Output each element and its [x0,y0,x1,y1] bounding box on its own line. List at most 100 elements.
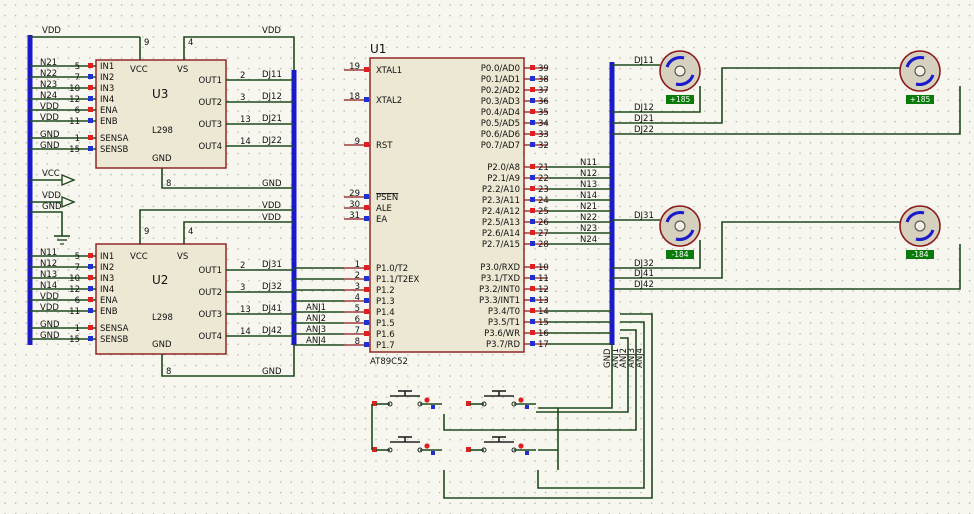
u1-left-pin-num: 7 [355,326,360,336]
u3-pin-dot [88,146,93,151]
top-motor-net-label: DJ21 [634,114,654,124]
u3-out-net: DJ22 [262,136,282,146]
u1-right-pin-label: P0.7/AD7 [481,141,520,151]
terminal-gnd-label: GND [42,202,62,212]
u1-pin-dot [530,65,535,70]
terminal-vdd-label: VDD [42,191,61,201]
u2-pin-label: SENSA [100,324,129,334]
u2-pin-label: IN1 [100,252,114,262]
u3-name: U3 [152,87,168,101]
u2-pin-dot [88,264,93,269]
u1-left-pin-label: P1.5 [376,319,395,329]
u1-pin-dot [364,265,369,270]
motor-m2[interactable]: +185 [899,50,941,104]
u3-gnd-net: GND [262,179,282,189]
u2-net-label: VDD [40,292,59,302]
u1-pin-dot [364,205,369,210]
u1-pin-dot [364,320,369,325]
top-motor-net-label: DJ12 [634,103,654,113]
anj-net-label: ANJ2 [306,314,326,324]
u3-pin-num: 10 [69,84,80,94]
u2-pin-num: 1 [75,324,80,334]
u3-pin-label: SENSB [100,145,129,155]
u1-right-pin-label: P2.5/A13 [482,218,520,228]
u2-vs: VS [177,252,188,262]
u3-net-label: VDD [40,102,59,112]
u1-pin-dot [530,297,535,302]
u2-net-label: N12 [40,259,57,269]
u2-out-net: DJ41 [262,304,282,314]
u1-pin-dot [530,208,535,213]
push-button[interactable] [466,436,536,455]
u2-pin-dot [88,325,93,330]
u1-left-pin-num: 8 [355,337,360,347]
u1-right-pin-label: P3.5/T1 [488,318,520,328]
u2-out-label: OUT3 [198,310,222,320]
u1-right-pin-label: P2.2/A10 [482,185,520,195]
u1-left-pin-num: 30 [349,200,360,210]
bottom-motor-wire [612,240,701,269]
u1-right-pin-num: 35 [538,108,549,118]
u1-left-pin-label: P1.7 [376,341,395,351]
u3-pin-dot [88,118,93,123]
u3-type: L298 [152,126,173,136]
anj-net-label: ANJ4 [306,336,326,346]
u3-out-num: 2 [240,71,245,81]
bottom-motor-wire [612,221,900,279]
p2-net-label: N14 [580,191,597,201]
u1-pin-dot [530,120,535,125]
u1-pin-dot [530,98,535,103]
u1-pin-dot [530,241,535,246]
push-button[interactable] [372,436,442,455]
u3-pin-label: ENA [100,106,118,116]
u3-pin-num: 7 [75,73,80,83]
push-button[interactable] [372,390,442,409]
u1-left-pin-label: PSEN [376,193,398,203]
u3-pin-num: 5 [75,62,80,72]
u2-type: L298 [152,313,173,323]
u1-left-pin-label: P1.1/T2EX [376,275,419,285]
u1-pin-dot [530,87,535,92]
u1-pin-dot [364,276,369,281]
terminal-vdd[interactable]: VDD [30,191,76,209]
u2-out-num: 13 [240,305,251,315]
u1-right-pin-label: P2.6/A14 [482,229,520,239]
u1-left-pin-num: 9 [355,137,360,147]
u1-pin-dot [364,298,369,303]
terminal-vcc[interactable]: VCC [30,169,76,187]
u1-left-pin-num: 31 [349,211,360,221]
u1-pin-dot [530,76,535,81]
u1-right-pin-label: P0.5/AD5 [481,119,520,129]
u3-out-label: OUT3 [198,120,222,130]
top-vdd-label-1: VDD [42,26,61,36]
u1-pin-dot [364,142,369,147]
u1-right-pin-label: P0.0/AD0 [481,64,520,74]
u1-right-pin-num: 32 [538,141,549,151]
u1-pin-dot [530,164,535,169]
u2-net-label: GND [40,320,60,330]
push-button[interactable] [466,390,536,409]
u1-pin-dot [530,109,535,114]
u1-left-pin-num: 6 [355,315,360,325]
u1-pin-dot [530,308,535,313]
top-motor-wire [612,67,900,124]
u3-out-num: 13 [240,115,251,125]
u1-pin-dot [364,331,369,336]
motor-m4[interactable]: -184 [899,205,941,259]
u1-pin-dot [530,286,535,291]
u1-right-pin-label: P2.3/A11 [482,196,520,206]
u3-out-label: OUT2 [198,98,222,108]
bottom-motor-net-label: DJ41 [634,269,654,279]
u1-right-pin-num: 39 [538,64,549,74]
u3-pin-label: SENSA [100,134,129,144]
u2-vcc-pin-num: 9 [144,227,149,237]
u1-pin-dot [530,197,535,202]
u3-vcc-pin-num: 9 [144,38,149,48]
terminal-gnd[interactable]: GND [30,202,70,245]
